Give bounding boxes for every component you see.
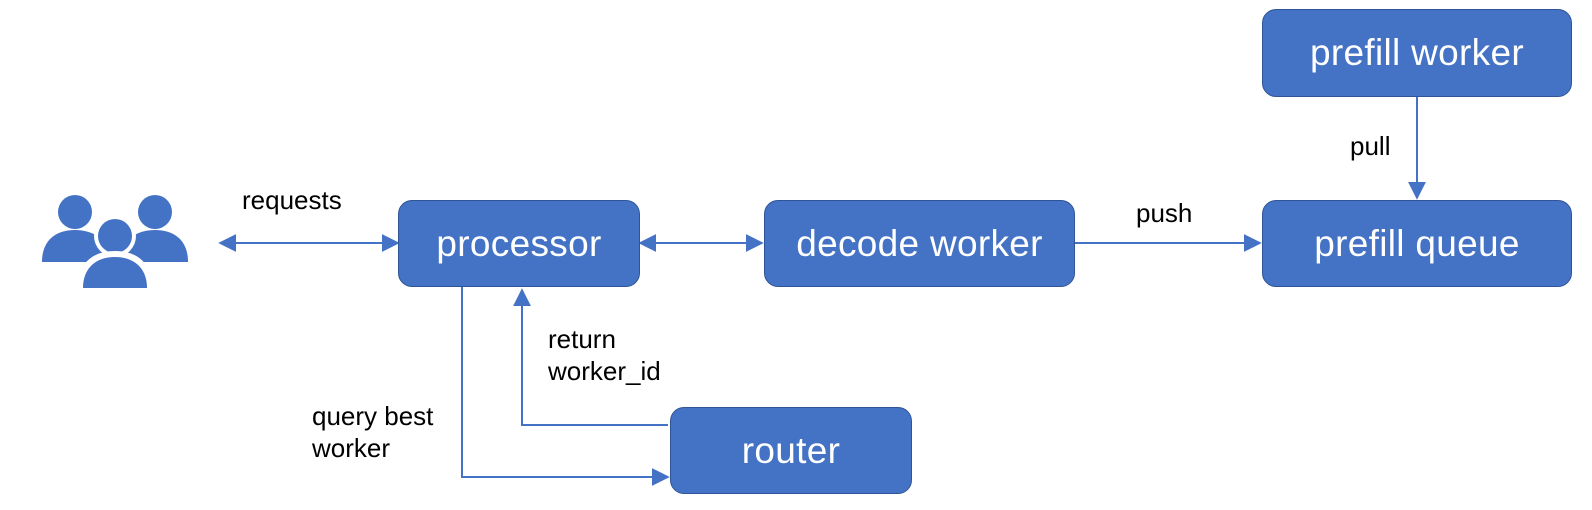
label-pull: pull <box>1350 131 1391 161</box>
decode-worker-node: decode worker <box>764 200 1075 287</box>
edge-router-processor <box>513 288 668 426</box>
label-requests: requests <box>242 185 342 215</box>
label-return-worker-id: return worker_id <box>548 324 661 386</box>
prefill-queue-node: prefill queue <box>1262 200 1572 287</box>
users-icon <box>42 195 188 288</box>
label-query-best-worker: query best worker <box>312 401 434 463</box>
processor-node: processor <box>398 200 640 287</box>
prefill-worker-node: prefill worker <box>1262 9 1572 97</box>
router-node: router <box>670 407 912 494</box>
edge-processor-router <box>461 287 670 486</box>
label-push: push <box>1136 198 1193 228</box>
